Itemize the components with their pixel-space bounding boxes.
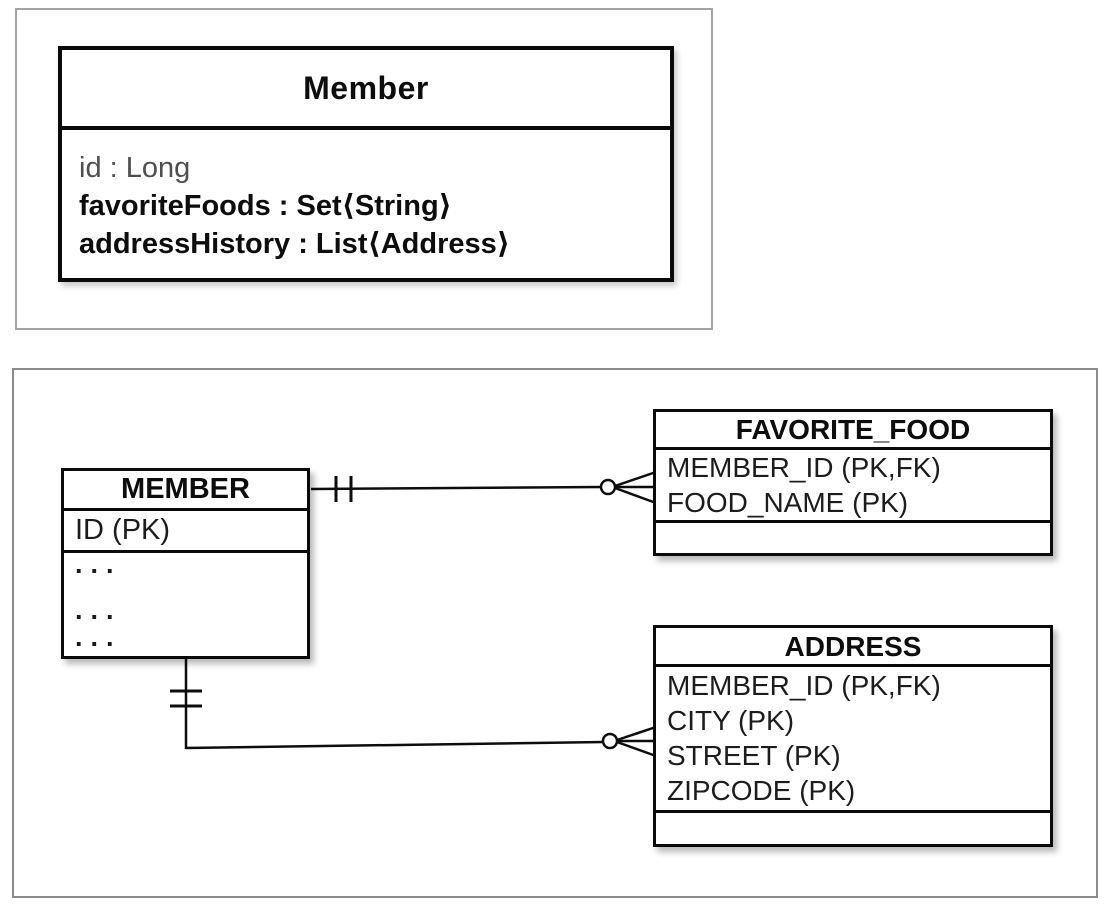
table-placeholder-row: ... bbox=[75, 549, 122, 579]
member-table: MEMBER ID (PK) ... ... ... bbox=[61, 468, 310, 659]
table-body: ... ... ... bbox=[64, 549, 307, 656]
class-attribute: addressHistory : List⟨Address⟩ bbox=[79, 228, 511, 260]
table-placeholder-row: ... bbox=[75, 622, 122, 652]
er-diagram-frame bbox=[12, 368, 1098, 898]
table-title: ADDRESS bbox=[656, 628, 1050, 667]
table-row: ZIPCODE (PK) bbox=[667, 775, 856, 806]
table-placeholder-row: ... bbox=[75, 595, 122, 625]
table-rows: MEMBER_ID (PK,FK) CITY (PK) STREET (PK) … bbox=[656, 667, 1050, 813]
table-row: ID (PK) bbox=[75, 514, 171, 546]
class-attribute: id : Long bbox=[79, 152, 191, 184]
favorite-food-table: FAVORITE_FOOD MEMBER_ID (PK,FK) FOOD_NAM… bbox=[653, 409, 1053, 556]
class-title: Member bbox=[62, 50, 670, 130]
table-empty-row bbox=[656, 523, 1050, 553]
table-title: FAVORITE_FOOD bbox=[656, 412, 1050, 450]
class-attributes: id : Long favoriteFoods : Set⟨String⟩ ad… bbox=[62, 130, 670, 263]
member-class-box: Member id : Long favoriteFoods : Set⟨Str… bbox=[58, 46, 674, 282]
address-table: ADDRESS MEMBER_ID (PK,FK) CITY (PK) STRE… bbox=[653, 625, 1053, 847]
table-rows: MEMBER_ID (PK,FK) FOOD_NAME (PK) bbox=[656, 450, 1050, 523]
class-diagram-frame bbox=[15, 8, 713, 330]
table-title: MEMBER bbox=[64, 471, 307, 511]
table-row: MEMBER_ID (PK,FK) bbox=[667, 670, 941, 701]
table-row: STREET (PK) bbox=[667, 740, 841, 771]
class-attribute: favoriteFoods : Set⟨String⟩ bbox=[79, 190, 452, 222]
table-row: FOOD_NAME (PK) bbox=[667, 487, 909, 518]
table-rows: ID (PK) bbox=[64, 511, 307, 553]
table-row: MEMBER_ID (PK,FK) bbox=[667, 452, 941, 483]
table-empty-row bbox=[656, 813, 1050, 844]
table-row: CITY (PK) bbox=[667, 705, 795, 736]
